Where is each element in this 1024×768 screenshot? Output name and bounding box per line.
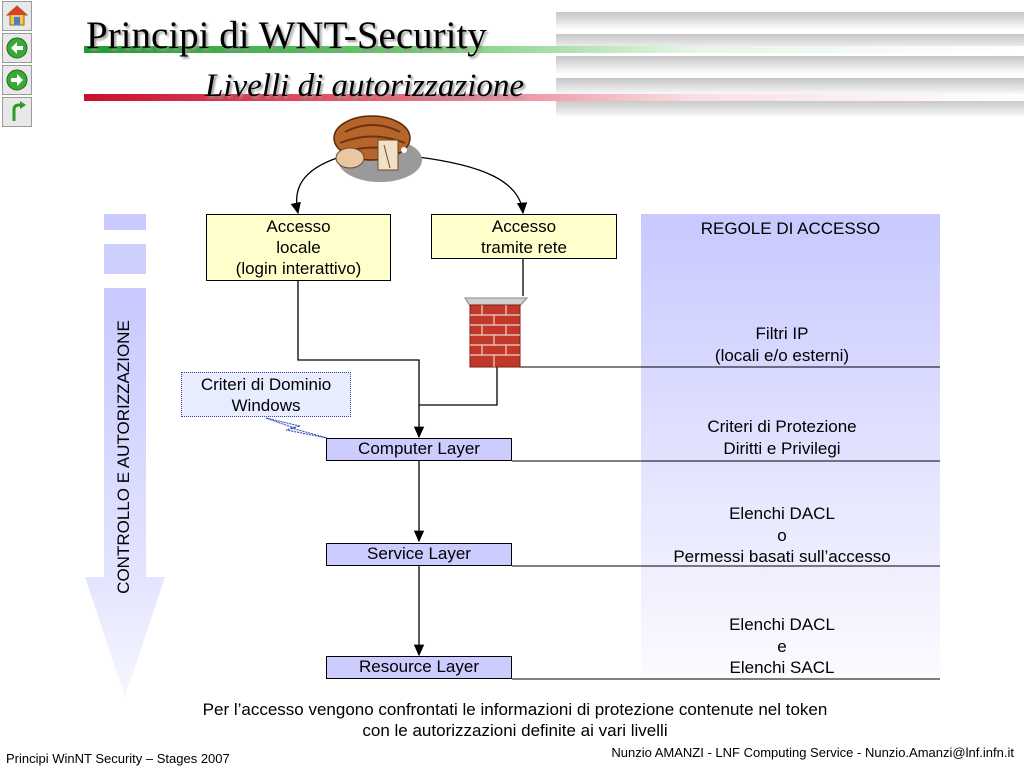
home-button[interactable] [2,1,32,31]
home-icon [5,5,29,26]
arrow-user-to-network [417,156,528,215]
rule-dacl-and-line-3: Elenchi SACL [729,658,835,677]
line-firewall-to-computer [419,367,498,406]
service-layer-label: Service Layer [367,544,471,563]
domain-policy-callout: Criteri di Dominio Windows [181,372,351,417]
domain-policy-line-2: Windows [231,396,301,415]
return-arrow-icon [12,101,26,121]
rule-dacl-or-line-2: o [777,525,787,545]
rule-dacl-and: Elenchi DACL e Elenchi SACL [641,614,923,679]
title-red-bar [84,94,1024,101]
arrow-user-to-local [290,156,341,215]
back-arrow-icon [6,37,28,59]
resource-layer-box: Resource Layer [326,656,512,679]
rule-protection-line-1: Criteri di Protezione [707,417,857,436]
rule-dacl-or-line-3: Permessi basati sull’accesso [673,547,891,566]
arrow-local-to-computer [297,280,425,439]
service-layer-box: Service Layer [326,543,512,566]
title-green-bar [84,46,1024,53]
user-keys-icon [333,115,422,182]
access-network-line-2: tramite rete [481,238,567,257]
back-button[interactable] [2,33,32,63]
rule-ip-filters: Filtri IP (locali e/o esterni) [641,323,923,366]
access-local-line-3: (login interattivo) [235,259,362,278]
computer-layer-box: Computer Layer [326,438,512,461]
footer-right: Nunzio AMANZI - LNF Computing Service - … [611,745,1014,760]
brick-wall-icon [464,297,529,368]
callout-zigzag [265,417,328,439]
forward-arrow-icon [6,69,28,91]
caption-line-1: Per l’accesso vengono confrontati le inf… [202,700,828,719]
forward-button[interactable] [2,65,32,95]
page-subtitle: Livelli di autorizzazione [205,68,525,104]
rule-dacl-and-line-1: Elenchi DACL [729,615,835,634]
rule-dacl-or: Elenchi DACL o Permessi basati sull’acce… [641,503,923,568]
access-rules-panel [641,214,940,680]
rule-dacl-and-line-2: e [777,636,787,656]
access-local-line-1: Accesso [266,217,331,236]
footer-left: Principi WinNT Security – Stages 2007 [6,751,230,766]
control-authorization-label: CONTROLLO E AUTORIZZAZIONE [114,320,133,594]
rule-ip-filters-line-2: (locali e/o esterni) [714,345,850,365]
access-local-box: Accesso locale (login interattivo) [206,214,391,281]
rule-protection: Criteri di Protezione Diritti e Privileg… [641,416,923,459]
access-network-box: Accesso tramite rete [431,214,617,259]
return-button[interactable] [2,97,32,127]
access-network-line-1: Accesso [491,217,557,236]
access-local-line-2: locale [276,238,321,257]
rule-protection-line-2: Diritti e Privilegi [723,438,841,458]
resource-layer-label: Resource Layer [358,657,479,676]
domain-policy-line-1: Criteri di Dominio [200,375,332,394]
caption-line-2: con le autorizzazioni definite ai vari l… [362,721,668,740]
page-title: Principi di WNT-Security [86,14,487,57]
diagram-caption: Per l’accesso vengono confrontati le inf… [120,699,910,741]
control-arrow [85,214,165,697]
rule-ip-filters-line-1: Filtri IP [755,324,809,343]
rules-header: REGOLE DI ACCESSO [700,219,881,238]
computer-layer-label: Computer Layer [358,439,480,458]
rule-dacl-or-line-1: Elenchi DACL [729,504,835,523]
